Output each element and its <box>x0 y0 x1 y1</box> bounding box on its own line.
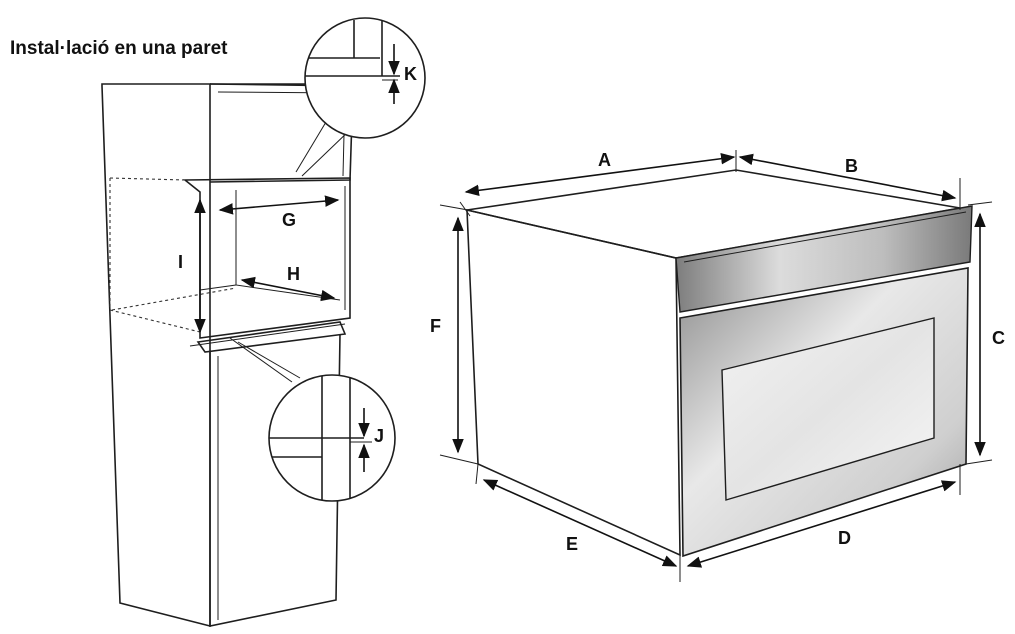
detail-circle-j <box>268 374 396 502</box>
diagram-title: Instal·lació en una paret <box>10 38 228 59</box>
tall-cabinet <box>101 83 354 628</box>
dimension-label-k: K <box>404 64 417 84</box>
detail-circle-k <box>304 17 426 139</box>
oven-body <box>466 169 973 558</box>
dimension-label-d: D <box>838 528 851 548</box>
dimension-label-a: A <box>598 150 611 170</box>
dimension-label-i: I <box>178 252 183 272</box>
dimension-label-b: B <box>845 156 858 176</box>
dimension-label-h: H <box>287 264 300 284</box>
dimension-label-e: E <box>566 534 578 554</box>
dimension-label-f: F <box>430 316 441 336</box>
dimension-label-j: J <box>374 426 384 446</box>
dimension-label-c: C <box>992 328 1005 348</box>
dimension-label-g: G <box>282 210 296 230</box>
